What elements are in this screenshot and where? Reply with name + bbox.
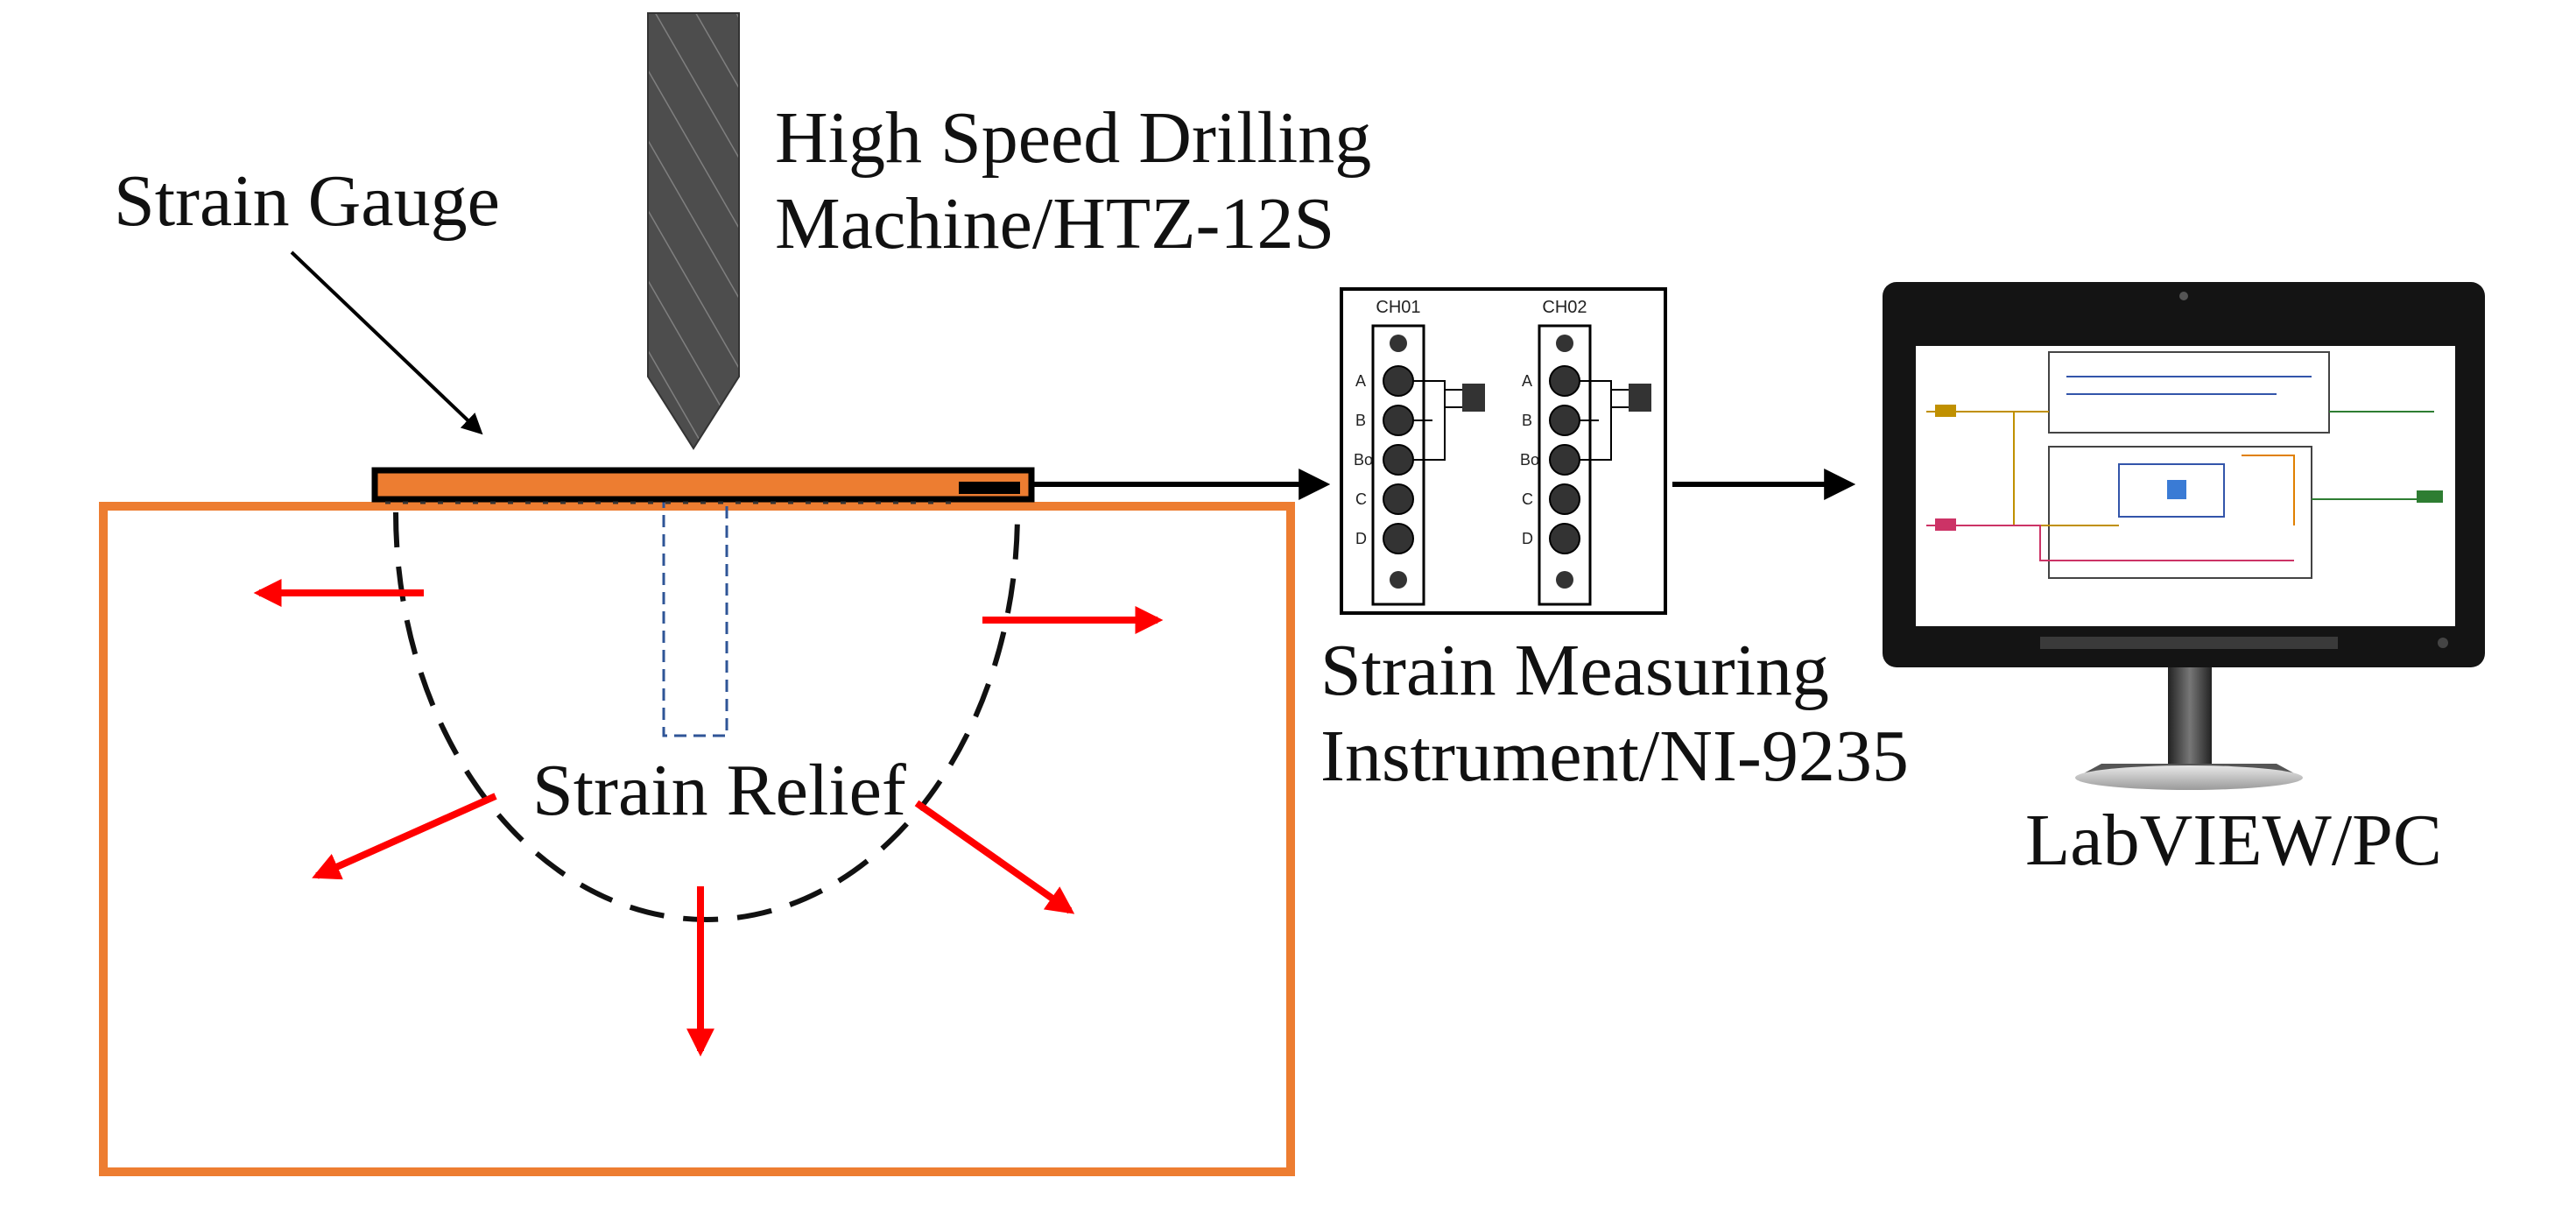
- strain-gauge: [371, 467, 1035, 503]
- instrument-label-line1: Strain Measuring: [1320, 630, 1829, 711]
- pin-label: B: [1355, 412, 1366, 429]
- pin-label: D: [1522, 530, 1533, 547]
- terminal-block-icon: CH01 CH02 A B Bo C D: [1340, 287, 1667, 615]
- strain-relief-boundary: [393, 511, 1020, 922]
- stress-arrow-lower-left: [312, 793, 497, 880]
- strain-gauge-pointer: [290, 250, 483, 435]
- pin-label: B: [1522, 412, 1532, 429]
- channel-label-1: CH01: [1376, 298, 1420, 317]
- instrument-label-line2: Instrument/NI-9235: [1320, 716, 1909, 797]
- stress-arrow-lower-right: [914, 800, 1075, 914]
- pin-label: Bo: [1354, 451, 1373, 469]
- gauge-lead: [959, 482, 1020, 494]
- drill-bit-icon: [647, 12, 740, 450]
- pin-label: C: [1355, 490, 1367, 508]
- pin-label: A: [1355, 372, 1366, 390]
- strain-relief-label: Strain Relief: [532, 750, 906, 831]
- stress-arrows: [253, 579, 1164, 1057]
- pin-label: D: [1355, 530, 1367, 547]
- pin-label: A: [1522, 372, 1532, 390]
- drill-hole-outline: [662, 471, 728, 737]
- channel-label-2: CH02: [1542, 298, 1587, 317]
- strain-gauge-label: Strain Gauge: [114, 160, 500, 242]
- pin-label: C: [1522, 490, 1533, 508]
- monitor-icon: [1883, 282, 2485, 790]
- drill-label-line2: Machine/HTZ-12S: [775, 183, 1335, 264]
- pc-label: LabVIEW/PC: [2025, 800, 2442, 881]
- specimen-block: [99, 502, 1295, 1176]
- drill-label-line1: High Speed Drilling: [775, 97, 1372, 179]
- pin-label: Bo: [1520, 451, 1539, 469]
